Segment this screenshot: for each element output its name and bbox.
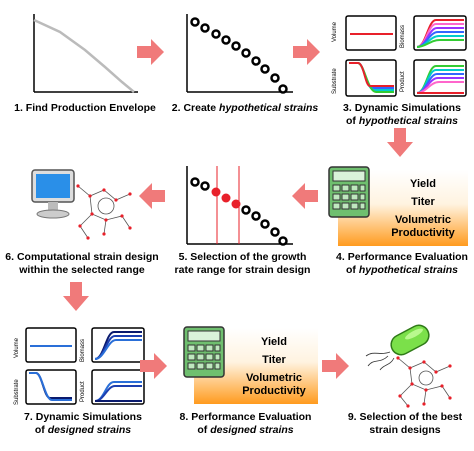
step-9-caption: 9. Selection of the best strain designs xyxy=(347,411,463,436)
calculator-icon xyxy=(183,326,225,378)
label-volume: Volume xyxy=(332,21,338,42)
bacterium-icon xyxy=(365,324,430,371)
label-substrate-2: Substrate xyxy=(14,379,20,405)
hypothetical-strains-plot xyxy=(186,14,293,94)
label-product-2: Product xyxy=(80,381,86,402)
performance-card-designed: Yield Titer Volumetric Productivity xyxy=(194,328,318,404)
step-7-caption: 7. Dynamic Simulations of designed strai… xyxy=(24,411,142,436)
step-2-caption: 2. Create hypothetical strains xyxy=(171,102,319,114)
computer-icon xyxy=(31,169,75,219)
arrow-down-icon xyxy=(387,128,413,157)
metabolic-network-icon xyxy=(76,184,132,240)
arrow-right-icon xyxy=(293,39,320,65)
step-8-caption: 8. Performance Evaluation of designed st… xyxy=(179,411,312,436)
label-biomass-2: Biomass xyxy=(80,338,86,362)
arrow-right-icon xyxy=(137,39,164,65)
arrow-down-icon xyxy=(63,282,89,311)
dynamic-simulations-designed xyxy=(25,327,145,405)
dynamic-simulations-hypothetical xyxy=(345,15,467,97)
growth-rate-selection-plot xyxy=(186,166,293,246)
step-6-caption: 6. Computational strain design within th… xyxy=(5,251,159,276)
arrow-left-icon xyxy=(292,183,318,209)
step-5-caption: 5. Selection of the growth rate range fo… xyxy=(174,251,311,276)
label-product: Product xyxy=(400,71,406,92)
metabolic-network-icon xyxy=(396,356,452,408)
label-substrate: Substrate xyxy=(332,68,338,94)
production-envelope-plot xyxy=(33,14,138,93)
label-volume-2: Volume xyxy=(14,337,20,358)
arrow-right-icon xyxy=(322,353,349,379)
step-1-caption: 1. Find Production Envelope xyxy=(14,102,156,114)
arrow-right-icon xyxy=(140,353,167,379)
step-4-caption: 4. Performance Evaluation of hypothetica… xyxy=(336,251,468,276)
label-biomass: Biomass xyxy=(400,24,406,48)
calculator-icon xyxy=(328,166,370,218)
arrow-left-icon xyxy=(139,183,165,209)
step-3-caption: 3. Dynamic Simulations of hypothetical s… xyxy=(343,102,461,127)
